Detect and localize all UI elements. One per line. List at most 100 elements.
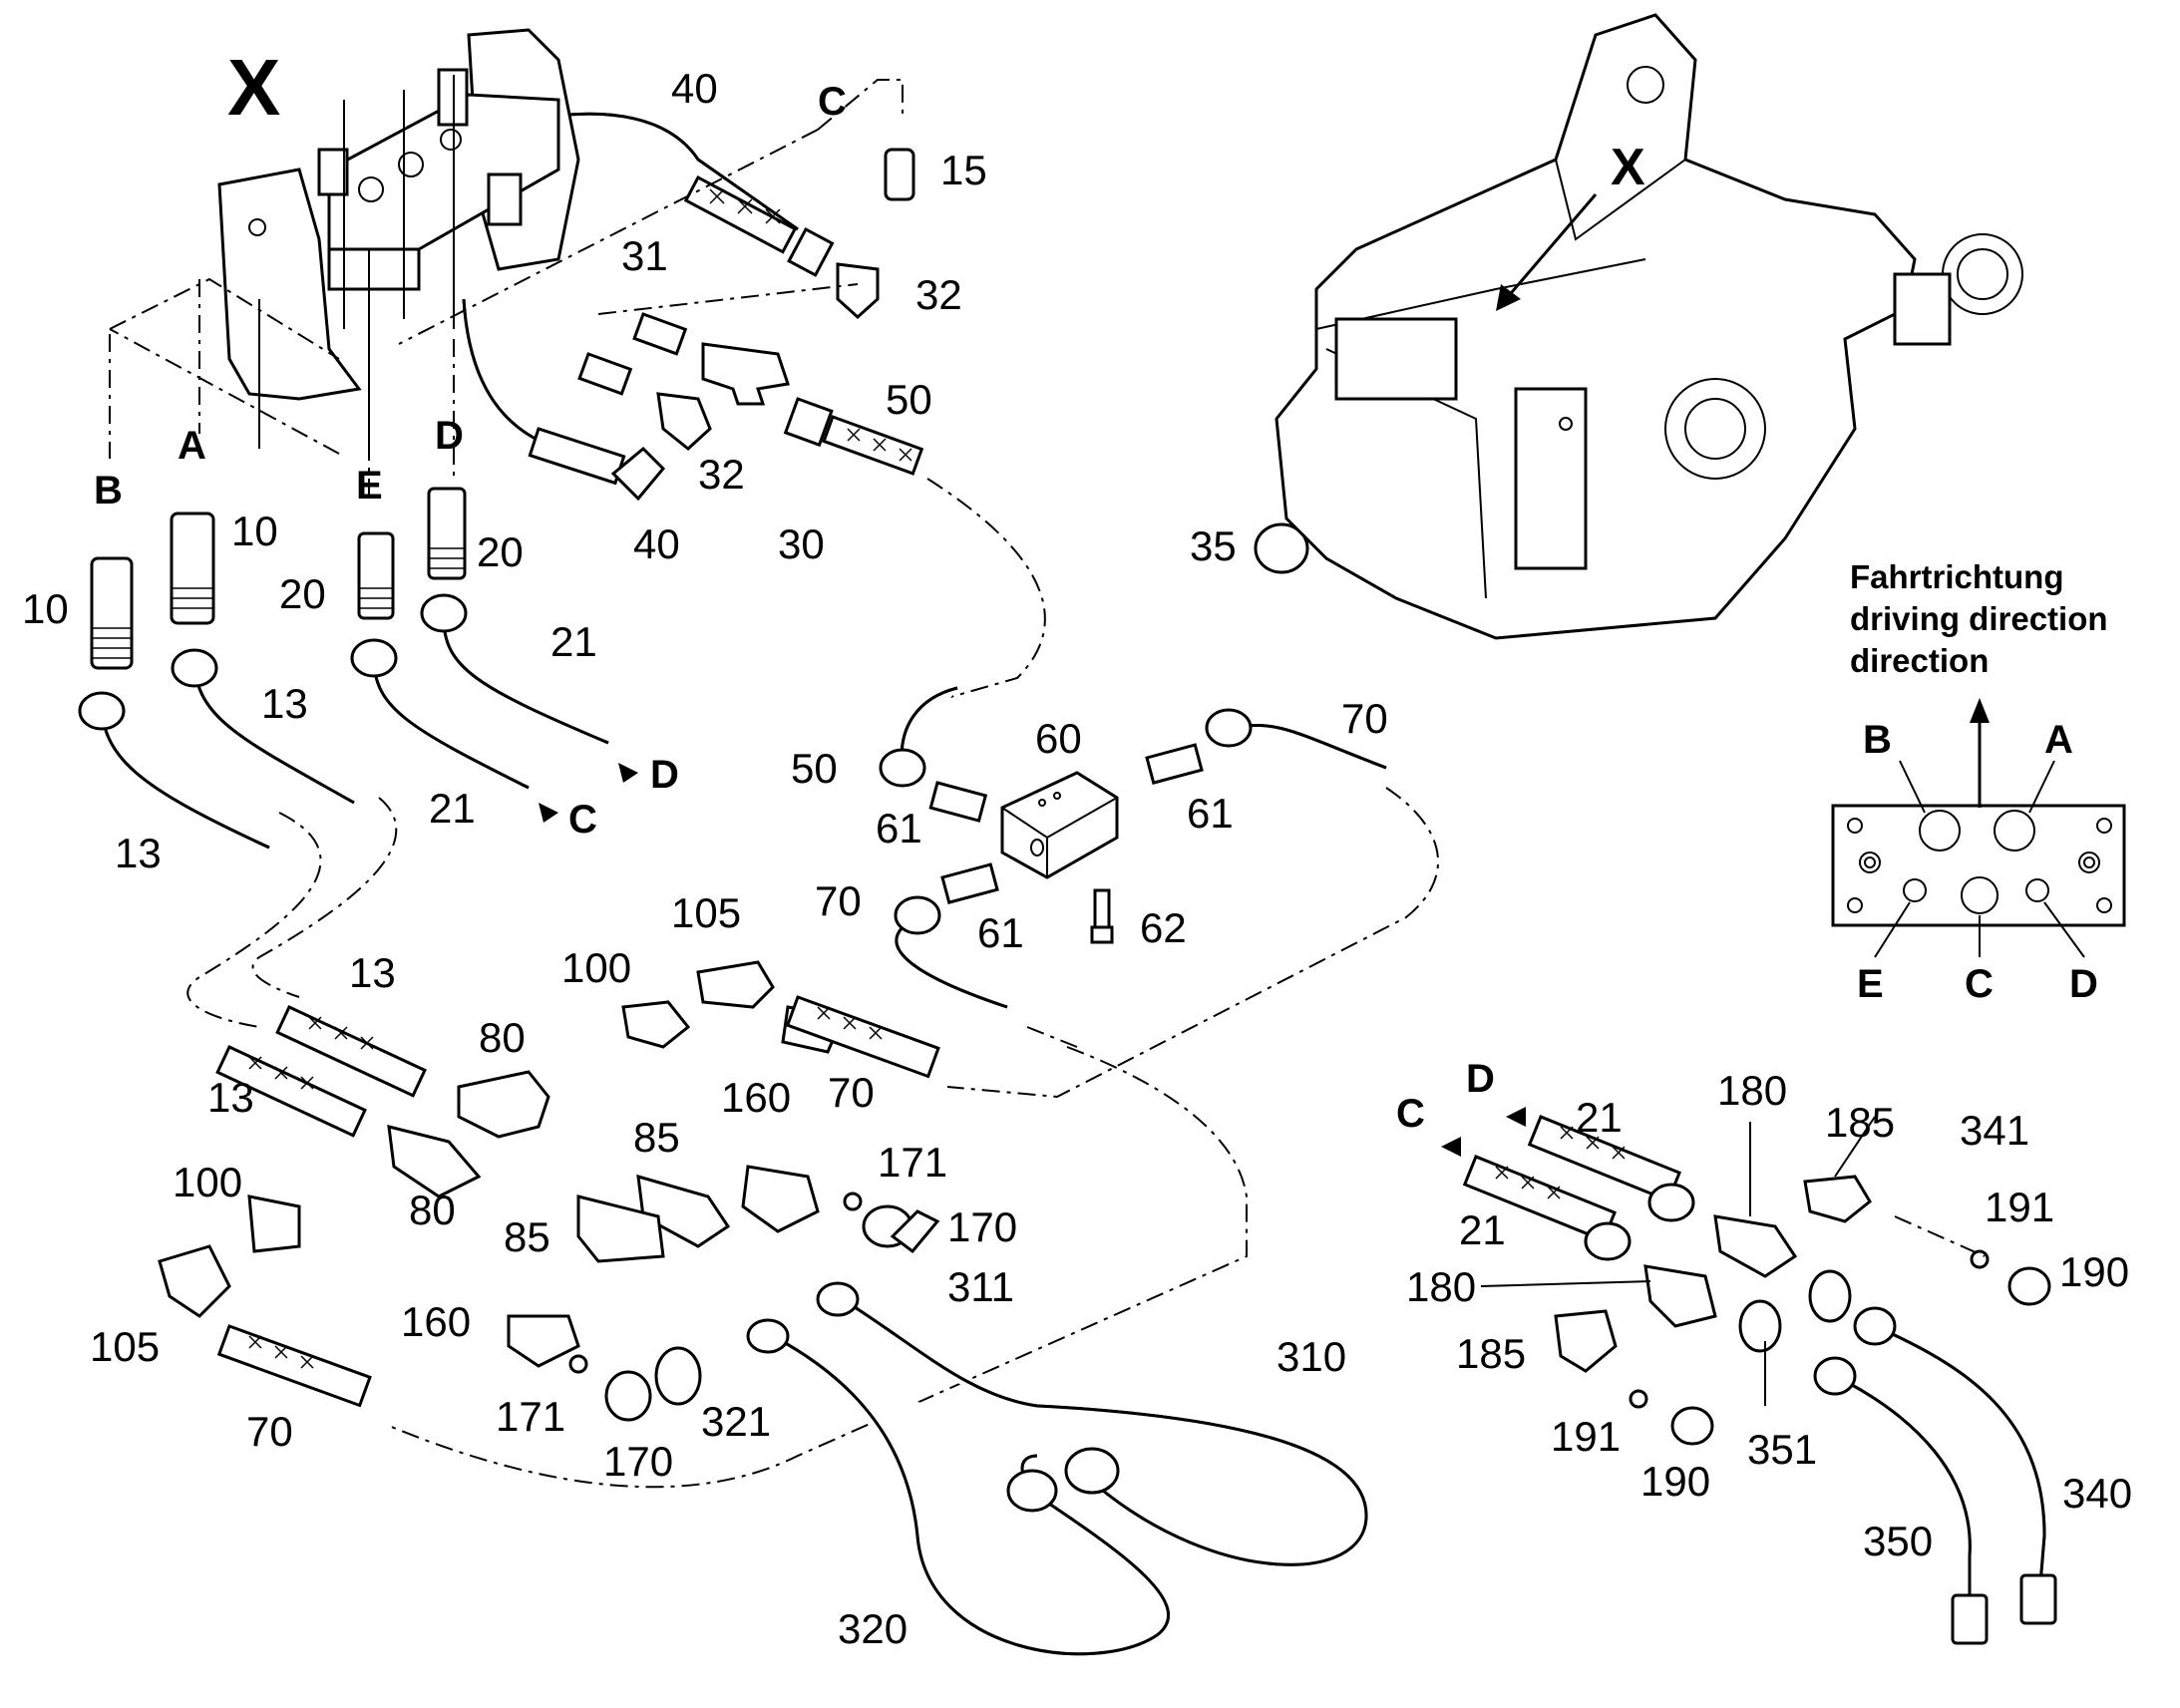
part-number: 32 bbox=[915, 271, 962, 318]
part-number: 70 bbox=[1341, 695, 1388, 742]
part-number: 21 bbox=[429, 785, 476, 832]
direction-label-fr: direction bbox=[1850, 642, 1989, 679]
part-number: 105 bbox=[671, 889, 741, 936]
part-number: 191 bbox=[1985, 1184, 2054, 1230]
port-label-d: D bbox=[435, 414, 464, 458]
part-number: 170 bbox=[603, 1438, 673, 1485]
plate-label-e: E bbox=[1857, 962, 1884, 1006]
part-number: 341 bbox=[1960, 1107, 2029, 1154]
guide-c bbox=[398, 79, 904, 345]
part-number: 20 bbox=[477, 528, 524, 575]
part-number: 20 bbox=[279, 570, 326, 617]
part-number: 310 bbox=[1276, 1333, 1346, 1380]
hose-tag-c1: C bbox=[568, 798, 597, 842]
plate-label-b: B bbox=[1863, 718, 1892, 762]
part-number: 100 bbox=[173, 1159, 242, 1205]
valve-block-assembly bbox=[217, 28, 580, 449]
part-number: 60 bbox=[1035, 715, 1082, 762]
part-number: 351 bbox=[1747, 1426, 1817, 1473]
hoses-310-320 bbox=[746, 1281, 1368, 1656]
coupler-view-marker-x: X bbox=[1611, 139, 1645, 196]
part-number: 10 bbox=[231, 508, 278, 554]
direction-label-de: Fahrtrichtung bbox=[1850, 558, 2063, 595]
adapter-31-a bbox=[632, 312, 688, 356]
part-number: 13 bbox=[261, 680, 308, 727]
port-plate bbox=[1831, 698, 2126, 958]
part-number: 21 bbox=[550, 618, 597, 665]
marker-arrow bbox=[1504, 193, 1598, 300]
part-number: 160 bbox=[401, 1298, 471, 1345]
part-number: 85 bbox=[504, 1213, 550, 1260]
part-number: 320 bbox=[838, 1605, 908, 1652]
part-number: 311 bbox=[947, 1263, 1014, 1310]
part-number: 105 bbox=[90, 1323, 160, 1370]
cap-15 bbox=[884, 148, 915, 201]
part-number: 340 bbox=[2062, 1470, 2132, 1517]
port-label-c: C bbox=[818, 80, 847, 124]
part-number: 10 bbox=[22, 585, 69, 632]
tee-30 bbox=[701, 342, 790, 406]
hose-50-upper bbox=[783, 397, 924, 476]
part-number: 13 bbox=[349, 949, 396, 996]
port-label-a: A bbox=[178, 424, 206, 468]
part-number: 185 bbox=[1456, 1330, 1526, 1377]
guide-32 bbox=[597, 283, 859, 315]
plug-35 bbox=[1254, 522, 1309, 574]
part-number: 190 bbox=[2059, 1248, 2129, 1295]
adapter-31-b bbox=[577, 352, 633, 396]
hose-70-mid bbox=[894, 895, 1008, 1009]
part-number: 170 bbox=[947, 1203, 1017, 1250]
quick-coupler-view bbox=[1274, 13, 2023, 640]
part-number: 321 bbox=[701, 1398, 771, 1445]
manifold-60 bbox=[1000, 771, 1119, 944]
elbow-32-lower bbox=[656, 392, 712, 451]
lower-right-fittings bbox=[1462, 1115, 2057, 1645]
part-number: 100 bbox=[561, 944, 631, 991]
part-number: 61 bbox=[977, 909, 1024, 956]
part-number: 35 bbox=[1190, 522, 1237, 569]
hose-70-upper-right bbox=[1205, 708, 1387, 770]
hose-tag-d2: D bbox=[1466, 1057, 1495, 1101]
part-number: 50 bbox=[886, 376, 932, 423]
view-marker-x: X bbox=[227, 43, 280, 132]
part-number: 62 bbox=[1140, 904, 1187, 951]
part-number: 61 bbox=[876, 805, 922, 852]
part-number: 21 bbox=[1459, 1206, 1506, 1253]
part-number: 31 bbox=[621, 232, 668, 279]
part-number: 70 bbox=[246, 1408, 293, 1455]
hose-40-lower bbox=[462, 298, 666, 502]
part-number: 180 bbox=[1406, 1263, 1476, 1310]
part-number: 85 bbox=[633, 1114, 680, 1161]
part-number: 61 bbox=[1187, 790, 1234, 837]
part-number: 70 bbox=[815, 877, 862, 924]
part-number: 80 bbox=[409, 1187, 456, 1233]
port-label-e: E bbox=[356, 464, 383, 508]
port-label-b: B bbox=[94, 469, 123, 512]
adapter-61-a bbox=[928, 781, 988, 823]
part-number: 15 bbox=[940, 147, 987, 193]
adapter-61-c bbox=[940, 862, 999, 904]
part-number: 160 bbox=[721, 1074, 791, 1121]
hose-40-upper bbox=[567, 112, 835, 277]
part-number: 70 bbox=[828, 1069, 875, 1116]
direction-label-en: driving direction bbox=[1850, 600, 2108, 637]
lower-left-fittings bbox=[158, 960, 940, 1422]
adapter-61-b bbox=[1145, 743, 1204, 785]
plate-label-a: A bbox=[2044, 718, 2073, 762]
part-number: 350 bbox=[1863, 1518, 1933, 1564]
part-number: 40 bbox=[671, 65, 718, 112]
plate-label-d: D bbox=[2069, 962, 2098, 1006]
part-number: 171 bbox=[496, 1393, 565, 1440]
part-number: 40 bbox=[633, 520, 680, 567]
part-number: 13 bbox=[207, 1074, 254, 1121]
part-number: 13 bbox=[115, 830, 162, 876]
part-number: 30 bbox=[778, 520, 825, 567]
elbow-32-upper bbox=[836, 262, 880, 320]
part-number: 171 bbox=[878, 1139, 947, 1186]
hose-tag-d1: D bbox=[650, 753, 679, 797]
part-number: 21 bbox=[1576, 1094, 1623, 1141]
hose-tag-c2: C bbox=[1396, 1092, 1425, 1136]
part-number: 180 bbox=[1717, 1067, 1787, 1114]
part-number: 32 bbox=[698, 451, 745, 498]
